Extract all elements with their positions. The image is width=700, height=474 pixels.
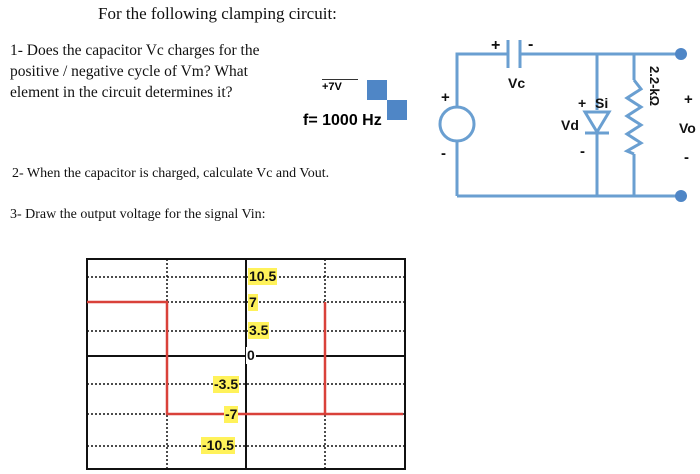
resistor-icon: [623, 79, 644, 156]
graph-label-3-5: 3.5: [248, 322, 270, 339]
graph-label-7: 7: [248, 294, 258, 311]
cap-label: Vc: [508, 75, 525, 91]
diode-label: Vd: [561, 117, 579, 133]
question-3: 3- Draw the output voltage for the signa…: [10, 207, 266, 222]
out-label: Vo: [679, 120, 696, 136]
output-graph: [86, 258, 406, 470]
source-plus-label: +: [441, 89, 450, 106]
capacitor-icon: [506, 40, 522, 68]
output-terminal-bottom: [675, 190, 687, 202]
amplitude-overline: [322, 79, 358, 80]
graph-label-minus-3-5: -3.5: [213, 376, 240, 393]
out-plus-label: +: [684, 91, 693, 108]
question-1: 1- Does the capacitor Vc charges for the…: [10, 42, 260, 101]
question-2: 2- When the capacitor is charged, calcul…: [12, 166, 330, 181]
ac-source-icon: [438, 105, 476, 143]
diode-icon: [582, 110, 612, 135]
out-minus-label: -: [684, 149, 689, 166]
graph-label-0: 0: [246, 347, 256, 364]
input-signal-trace: [87, 300, 327, 416]
circuit-wires: [455, 52, 680, 198]
square-wave-icon: [367, 80, 407, 120]
graph-label-minus-10-5: -10.5: [201, 437, 235, 454]
source-minus-label: -: [441, 145, 446, 162]
diode-minus-label: -: [580, 143, 585, 160]
resistor-label: 2.2-kΩ: [647, 66, 662, 106]
cap-minus-label: -: [528, 36, 533, 53]
cap-plus-label: +: [491, 37, 500, 54]
diode-type-label: Si: [595, 95, 608, 111]
graph-label-minus-7: -7: [224, 406, 239, 423]
output-terminal-top: [675, 48, 687, 60]
signal-frequency: f= 1000 Hz: [303, 112, 382, 129]
page-title: For the following clamping circuit:: [98, 4, 337, 23]
diode-plus-label: +: [578, 95, 586, 111]
signal-amplitude: +7V: [322, 81, 342, 93]
graph-label-10-5: 10.5: [248, 268, 278, 285]
